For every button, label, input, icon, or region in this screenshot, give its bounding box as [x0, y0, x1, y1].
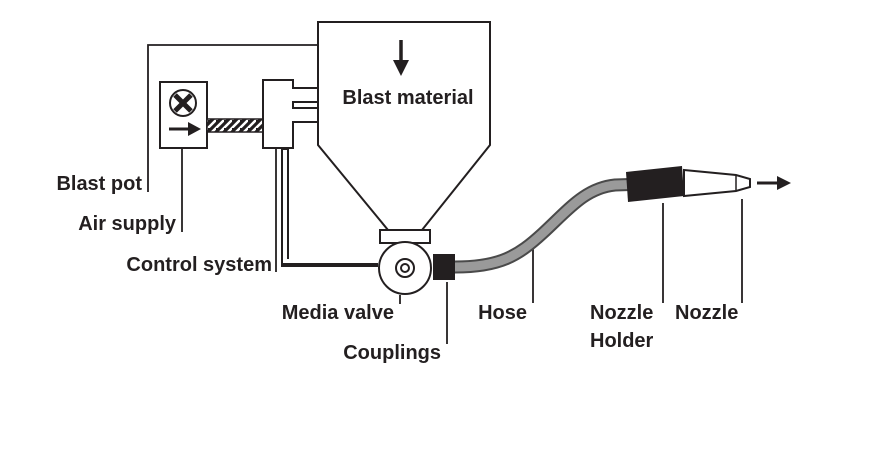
coupling-block: [433, 254, 455, 280]
striped-air-line-connector: [206, 118, 264, 133]
media-valve-assembly: [378, 241, 432, 295]
blast-pot-leader-line: [147, 44, 321, 192]
flow-arrow-head-icon: [188, 122, 201, 136]
nozzle-assembly: [626, 166, 791, 202]
hopper-body: [317, 21, 491, 231]
blast-material-label: Blast material: [342, 87, 473, 109]
hose-assembly: [454, 178, 631, 274]
couplings-label: Couplings: [343, 342, 441, 364]
hose-tube: [454, 180, 631, 272]
down-arrow-head-icon: [393, 60, 409, 76]
control-pipe-fill: [283, 150, 378, 263]
media-valve-label: Media valve: [282, 302, 394, 324]
hose-label: Hose: [478, 302, 527, 324]
air-supply-label: Air supply: [78, 213, 177, 235]
nozzle-holder-label-line2: Holder: [590, 330, 654, 352]
blast-direction-arrow-head-icon: [777, 176, 791, 190]
nozzle-holder-body: [626, 166, 684, 202]
nozzle-holder-label-line1: Nozzle: [590, 302, 653, 324]
blast-pot-hopper: Blast material: [317, 21, 491, 244]
hose-edge: [454, 178, 631, 274]
air-supply-unit: [159, 81, 208, 149]
nozzle-body: [683, 168, 751, 198]
control-system-unit: [262, 79, 319, 149]
media-valve-center: [400, 263, 410, 273]
nozzle-label: Nozzle: [675, 302, 738, 324]
part-labels: Blast pot Air supply Control system Medi…: [56, 173, 738, 364]
blast-pot-label: Blast pot: [56, 173, 142, 195]
control-pipe: [281, 148, 378, 267]
control-system-label: Control system: [126, 254, 272, 276]
leader-lines: [147, 41, 743, 344]
fan-blade-icon: [173, 93, 193, 113]
